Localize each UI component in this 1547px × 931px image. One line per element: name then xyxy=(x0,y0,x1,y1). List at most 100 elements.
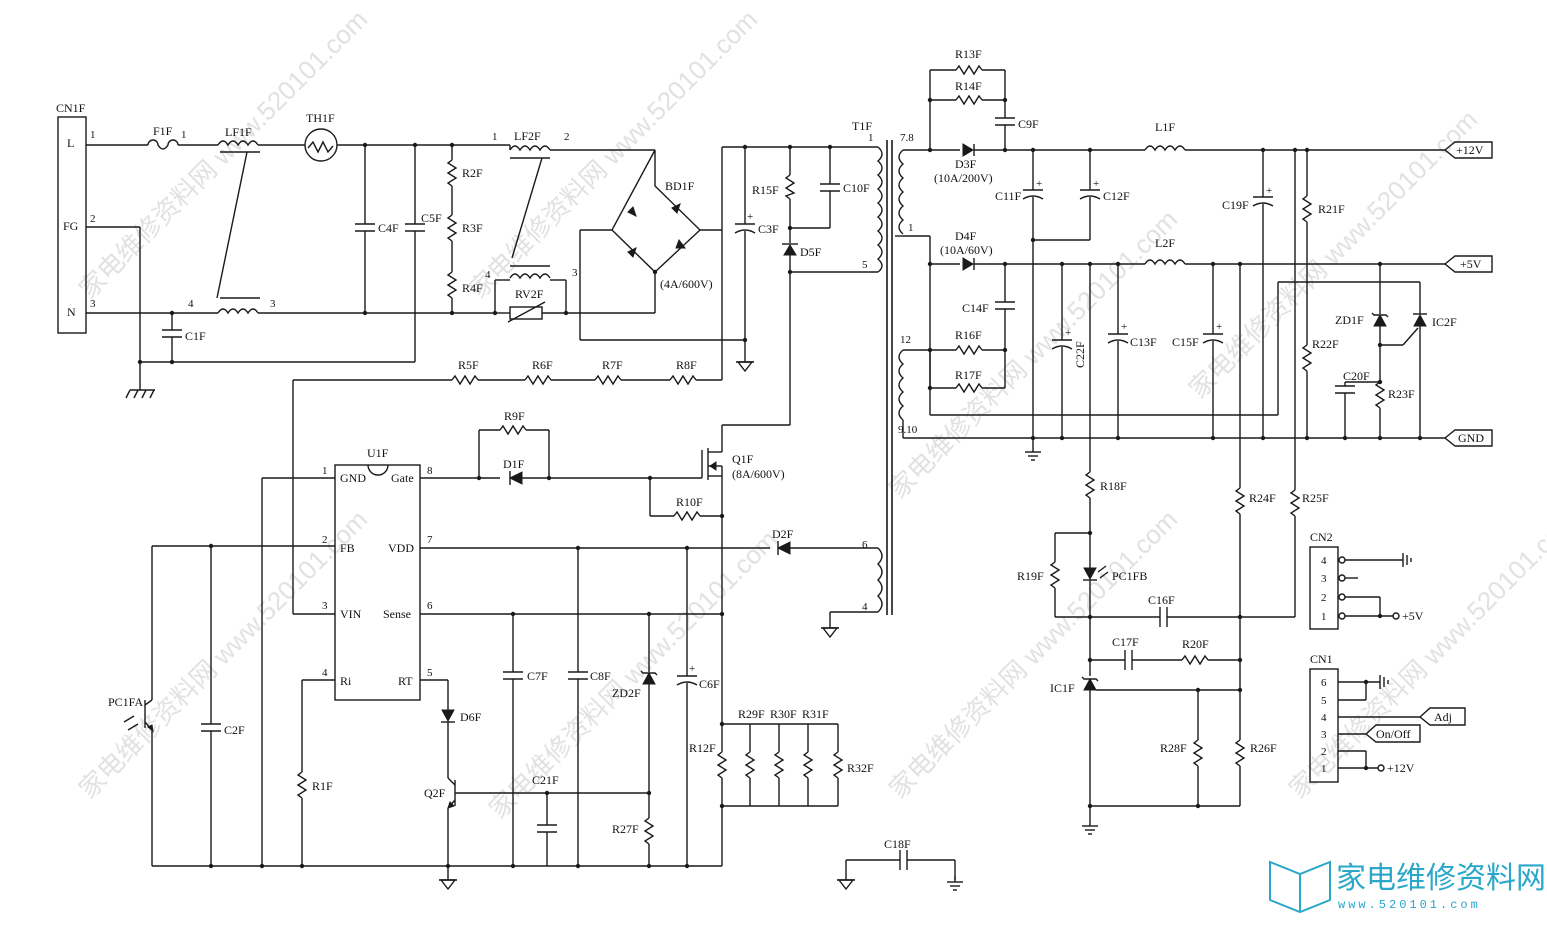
svg-text:C15F: C15F xyxy=(1172,335,1199,349)
svg-text:R8F: R8F xyxy=(676,358,697,372)
svg-text:8: 8 xyxy=(427,465,433,477)
svg-text:R16F: R16F xyxy=(955,328,982,342)
svg-text:2: 2 xyxy=(1321,592,1327,604)
svg-text:GND: GND xyxy=(340,471,366,485)
svg-text:+: + xyxy=(1216,321,1222,333)
svg-text:C8F: C8F xyxy=(590,669,611,683)
svg-text:RV2F: RV2F xyxy=(515,287,544,301)
svg-text:2: 2 xyxy=(1321,746,1327,758)
svg-text:R23F: R23F xyxy=(1388,387,1415,401)
svg-text:+: + xyxy=(689,663,695,675)
watermark-text: 家电维修资料网 www.520101.com xyxy=(73,4,373,304)
svg-text:(10A/60V): (10A/60V) xyxy=(940,243,993,257)
svg-text:L2F: L2F xyxy=(1155,236,1175,250)
svg-text:CN1: CN1 xyxy=(1310,652,1333,666)
svg-text:7: 7 xyxy=(427,534,433,546)
svg-text:R25F: R25F xyxy=(1302,491,1329,505)
timing-network: D6F Q2F C21F xyxy=(420,679,649,890)
svg-text:C5F: C5F xyxy=(421,211,442,225)
svg-text:IC2F: IC2F xyxy=(1432,315,1457,329)
svg-text:CN2: CN2 xyxy=(1310,530,1333,544)
svg-text:C18F: C18F xyxy=(884,837,911,851)
svg-text:R20F: R20F xyxy=(1182,637,1209,651)
logo-name: 家电维修资料网 xyxy=(1336,861,1546,896)
svg-text:+12V: +12V xyxy=(1387,761,1415,775)
transformer-t1f: T1F 1 5 6 4 7.8 1 12 9.10 xyxy=(820,119,918,638)
svg-text:2: 2 xyxy=(90,213,96,225)
svg-text:F1F: F1F xyxy=(153,124,173,138)
sense-network: C7F ZD2F R27F xyxy=(420,611,725,866)
svg-text:FB: FB xyxy=(340,541,355,555)
svg-text:1: 1 xyxy=(1321,763,1327,775)
svg-text:5: 5 xyxy=(1321,695,1327,707)
svg-text:R26F: R26F xyxy=(1250,741,1277,755)
svg-text:3: 3 xyxy=(90,298,96,310)
svg-text:ZD1F: ZD1F xyxy=(1335,313,1364,327)
svg-text:T1F: T1F xyxy=(852,119,872,133)
svg-text:C3F: C3F xyxy=(758,222,779,236)
startup-resistors: R5F R6F R7F R8F xyxy=(292,358,722,615)
svg-text:C17F: C17F xyxy=(1112,635,1139,649)
svg-text:D1F: D1F xyxy=(503,457,525,471)
connector-cn1f: CN1F L FG N 1 2 3 xyxy=(56,101,96,334)
svg-text:4: 4 xyxy=(1321,555,1327,567)
svg-text:IC1F: IC1F xyxy=(1050,681,1075,695)
svg-text:D3F: D3F xyxy=(955,157,977,171)
svg-text:4: 4 xyxy=(1321,712,1327,724)
svg-text:C1F: C1F xyxy=(185,329,206,343)
svg-text:1: 1 xyxy=(492,131,498,143)
svg-text:Q2F: Q2F xyxy=(424,786,446,800)
svg-text:+5V: +5V xyxy=(1460,257,1482,271)
svg-text:家电维修资料网 www.520101.com: 家电维修资料网 www.520101.com xyxy=(1183,104,1483,404)
svg-text:C2F: C2F xyxy=(224,723,245,737)
svg-text:C9F: C9F xyxy=(1018,117,1039,131)
svg-text:LF2F: LF2F xyxy=(514,129,541,143)
svg-text:C12F: C12F xyxy=(1103,189,1130,203)
svg-text:6: 6 xyxy=(862,539,868,551)
ic-u1f: U1F GND FB VIN Ri Gate VDD Sense RT 1 2 … xyxy=(152,446,433,866)
svg-text:U1F: U1F xyxy=(367,446,389,460)
secondary-5v: D4F (10A/60V) C14F R16F R17F + C22F + C1… xyxy=(903,229,1493,488)
svg-text:R29F: R29F xyxy=(738,707,765,721)
svg-text:GND: GND xyxy=(1458,431,1484,445)
svg-text:R12F: R12F xyxy=(689,741,716,755)
svg-text:C13F: C13F xyxy=(1130,335,1157,349)
sense-resistors: R12F R29F R30F R31F R32F xyxy=(689,707,874,866)
svg-text:2: 2 xyxy=(322,534,328,546)
svg-text:C14F: C14F xyxy=(962,301,989,315)
svg-text:Sense: Sense xyxy=(383,607,411,621)
svg-text:12: 12 xyxy=(900,334,911,346)
vdd-supply: D2F C8F + C6F xyxy=(420,527,878,866)
svg-text:+: + xyxy=(1065,327,1071,339)
svg-text:RT: RT xyxy=(398,674,413,688)
svg-text:1: 1 xyxy=(908,222,914,234)
connector-cn2: CN2 4 3 2 1 +5V xyxy=(1309,530,1424,630)
tag-5v xyxy=(1443,255,1493,273)
svg-text:R21F: R21F xyxy=(1318,202,1345,216)
svg-text:3: 3 xyxy=(322,600,328,612)
svg-text:L1F: L1F xyxy=(1155,120,1175,134)
svg-text:R14F: R14F xyxy=(955,79,982,93)
svg-text:R15F: R15F xyxy=(752,183,779,197)
protection-circuit: ZD1F IC2F R22F C20F R23F xyxy=(1277,264,1457,438)
feedback-primary: C2F PC1FA xyxy=(108,546,722,869)
svg-text:Q1F: Q1F xyxy=(732,452,754,466)
svg-text:(10A/200V): (10A/200V) xyxy=(934,171,993,185)
svg-text:R17F: R17F xyxy=(955,368,982,382)
svg-text:C4F: C4F xyxy=(378,221,399,235)
svg-text:1: 1 xyxy=(322,465,328,477)
svg-text:1: 1 xyxy=(1321,611,1327,623)
secondary-feedback: R18F R19F PC1FB C16F R24F R25F C17F R xyxy=(1017,264,1329,835)
svg-text:TH1F: TH1F xyxy=(306,111,335,125)
cap-c18f: C18F xyxy=(836,837,964,891)
svg-text:R5F: R5F xyxy=(458,358,479,372)
svg-text:R24F: R24F xyxy=(1249,491,1276,505)
connector-cn1: CN1 6 5 4 3 2 1 Adj On/Off +12V xyxy=(1309,652,1466,783)
secondary-12v: D3F (10A/200V) R13F R14F C9F + C11F + C1… xyxy=(903,47,1493,490)
svg-text:C6F: C6F xyxy=(699,677,720,691)
svg-text:+: + xyxy=(1266,185,1272,197)
svg-text:D4F: D4F xyxy=(955,229,977,243)
tag-gnd xyxy=(1443,429,1493,447)
svg-text:PC1FA: PC1FA xyxy=(108,695,143,709)
